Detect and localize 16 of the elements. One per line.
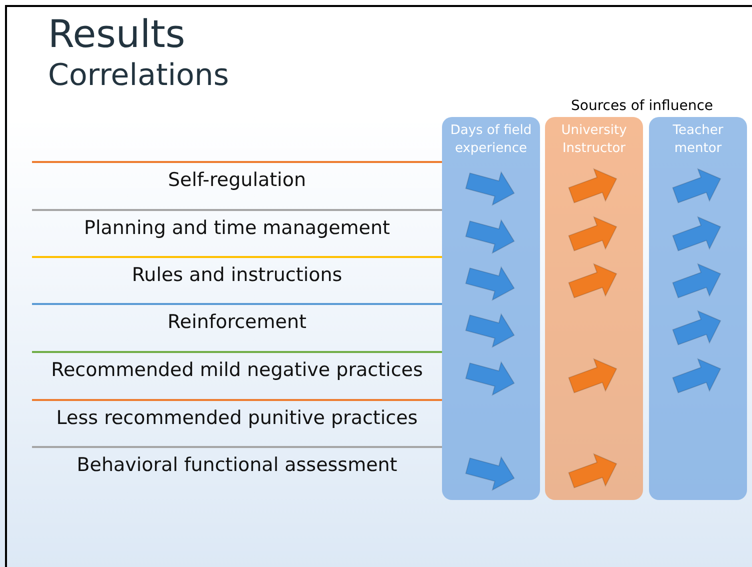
column-heading: Teacher mentor [672, 122, 724, 158]
row-label: Reinforcement [166, 311, 308, 333]
row-label: Rules and instructions [130, 264, 344, 286]
slide-subtitle: Correlations [48, 58, 230, 93]
row-label: Recommended mild negative practices [50, 359, 424, 381]
column-panel [545, 117, 643, 500]
row-label: Self-regulation [166, 169, 308, 191]
column-heading: University Instructor [560, 122, 628, 158]
row-label: Planning and time management [83, 217, 391, 239]
row-label: Less recommended punitive practices [55, 407, 419, 429]
column-panel [649, 117, 747, 500]
row-label: Behavioral functional assessment [76, 454, 398, 476]
column-panel [442, 117, 540, 500]
slide-title: Results [48, 12, 186, 56]
column-heading: Days of field experience [449, 122, 533, 158]
column-group-heading: Sources of influence [571, 98, 714, 114]
